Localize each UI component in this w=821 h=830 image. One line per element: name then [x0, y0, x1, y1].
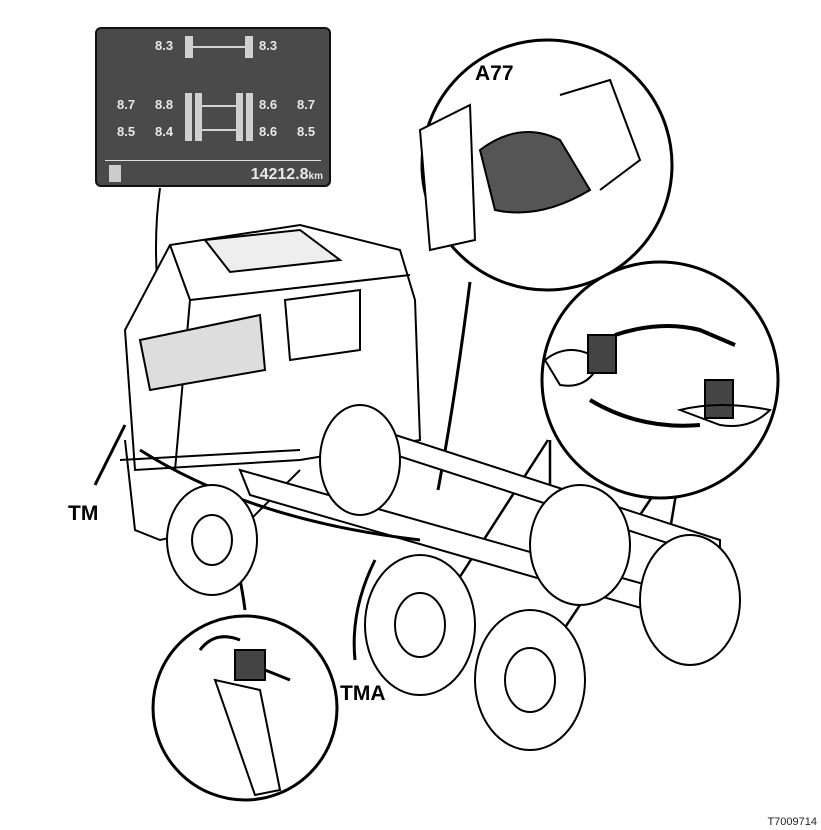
rear-left-outer-wheels: [185, 93, 192, 141]
odometer-unit: km: [308, 171, 323, 182]
front-axle: [193, 46, 245, 48]
rear-right-inner-wheels: [236, 93, 243, 141]
label-tm: TM: [68, 502, 99, 525]
rear-left-inner-wheels: [195, 93, 202, 141]
leader-tma: [352, 559, 377, 661]
front-right-wheel: [245, 36, 253, 58]
rear-axle-1: [202, 105, 236, 107]
rear2-right-outer-value: 8.5: [297, 124, 316, 139]
figure-code: T7009714: [767, 816, 817, 828]
odometer-value: 14212.8: [250, 166, 309, 183]
wheels: [166, 404, 741, 751]
leader-sensors: [443, 439, 682, 651]
divider: [105, 160, 321, 161]
detail-a77: [418, 38, 674, 292]
rear-right-outer-wheels: [246, 93, 253, 141]
detail-sensor-front: [151, 614, 339, 802]
rear2-right-inner-value: 8.6: [259, 124, 278, 139]
document-icon: [109, 165, 121, 182]
front-right-value: 8.3: [259, 38, 278, 53]
rear-axle-2: [202, 129, 236, 131]
rear1-left-outer-value: 8.7: [117, 97, 136, 112]
tire-pressure-display: 8.3 8.3 8.7 8.8 8.6 8.7 8.5 8.4 8.6 8.5 …: [95, 27, 331, 187]
leader-tm: [93, 424, 127, 486]
detail-sensors-rear: [540, 260, 780, 500]
label-a77: A77: [475, 62, 514, 85]
label-tma: TMA: [340, 682, 386, 705]
rear2-left-inner-value: 8.4: [155, 124, 174, 139]
rear1-left-inner-value: 8.8: [155, 97, 174, 112]
front-left-value: 8.3: [155, 38, 174, 53]
rear1-right-inner-value: 8.6: [259, 97, 278, 112]
rear1-right-outer-value: 8.7: [297, 97, 316, 112]
rear2-left-outer-value: 8.5: [117, 124, 136, 139]
front-left-wheel: [185, 36, 193, 58]
odometer: 14212.8km: [251, 166, 323, 184]
